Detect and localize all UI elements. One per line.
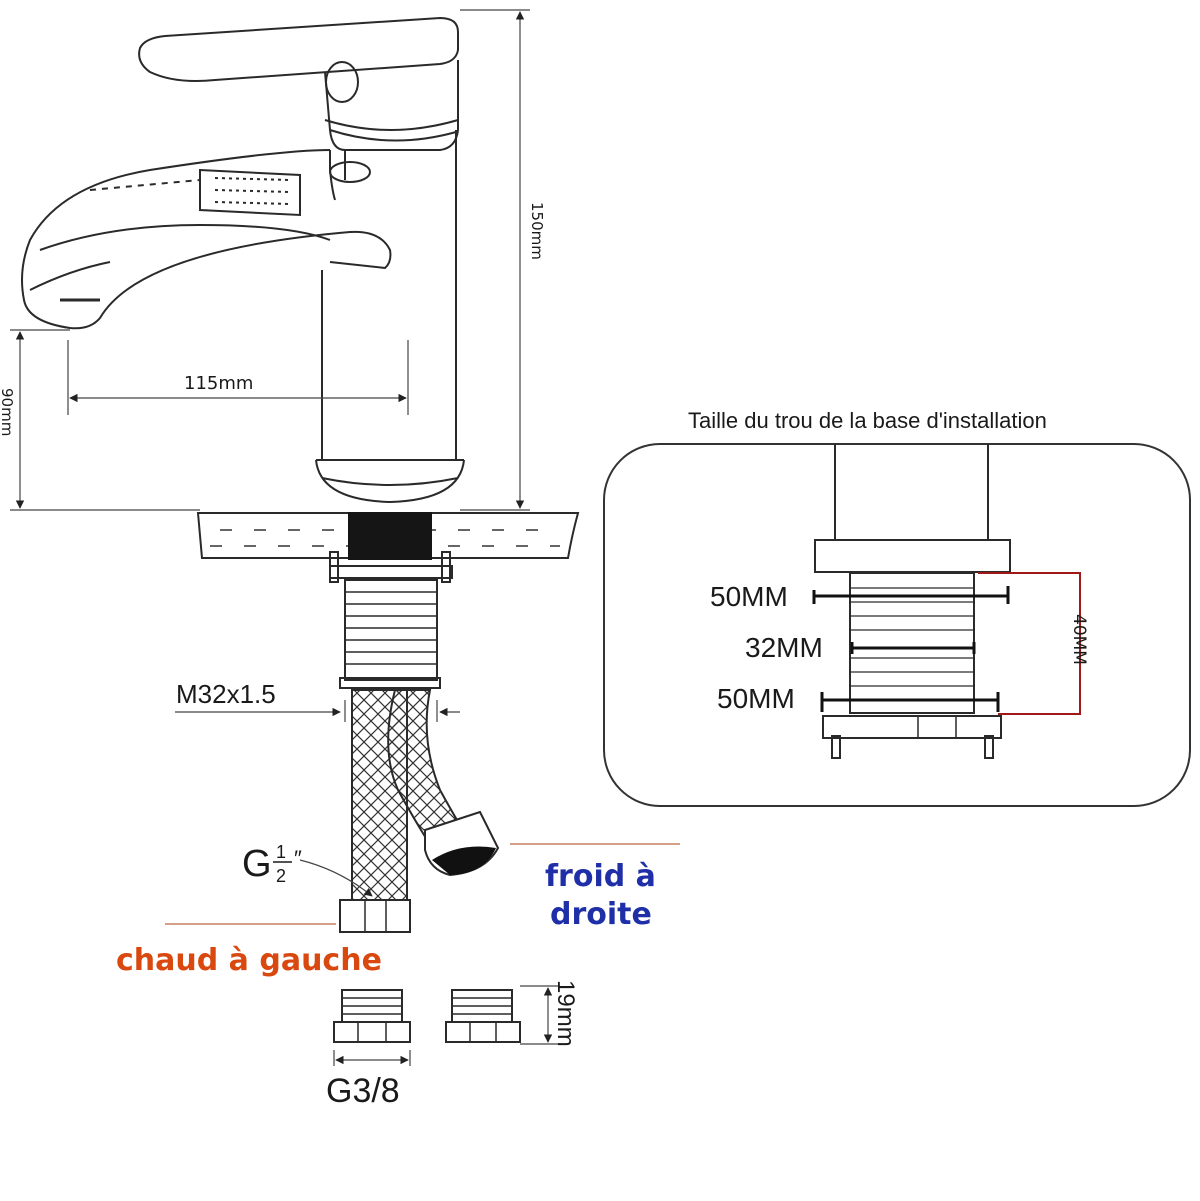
base-flange xyxy=(315,459,465,504)
inset-middle-width: 32MM xyxy=(745,632,823,663)
hose-fitting-fraction-numerator: 1 xyxy=(276,842,286,862)
inset-depth: 40MM xyxy=(1069,614,1089,665)
adapter-thread-label: G3/8 xyxy=(326,1072,400,1110)
hose-fitting-fraction-denominator: 2 xyxy=(276,866,286,886)
cold-label-line1: froid à xyxy=(545,859,656,894)
hose-fitting-mark: ″ xyxy=(294,846,302,871)
supply-hoses xyxy=(339,689,500,933)
adapter-right xyxy=(445,989,521,1043)
dimension-lines xyxy=(10,9,560,1066)
mounting-nut xyxy=(329,551,453,689)
hose-fitting-label: G xyxy=(242,843,272,885)
faucet-drawing xyxy=(21,16,465,504)
inset-title: Taille du trou de la base d'installation xyxy=(688,408,1047,433)
hot-label: chaud à gauche xyxy=(116,943,382,978)
adapter-height-label: 19mm xyxy=(552,980,579,1047)
handle-lever xyxy=(138,16,459,82)
thread-label: M32x1.5 xyxy=(176,679,276,709)
countertop xyxy=(196,512,580,560)
inset-bottom-width: 50MM xyxy=(717,683,795,714)
adapter-left xyxy=(333,989,411,1043)
spout xyxy=(21,149,392,330)
spout-reach-label: 115mm xyxy=(184,373,253,394)
spout-height-label: 90mm xyxy=(0,388,16,436)
inset-panel: 50MM 32MM 50MM 40MM xyxy=(603,443,1191,807)
cold-label-line2: droite xyxy=(550,897,652,932)
height-total-label: 150mm xyxy=(528,202,546,260)
inset-top-width: 50MM xyxy=(710,581,788,612)
